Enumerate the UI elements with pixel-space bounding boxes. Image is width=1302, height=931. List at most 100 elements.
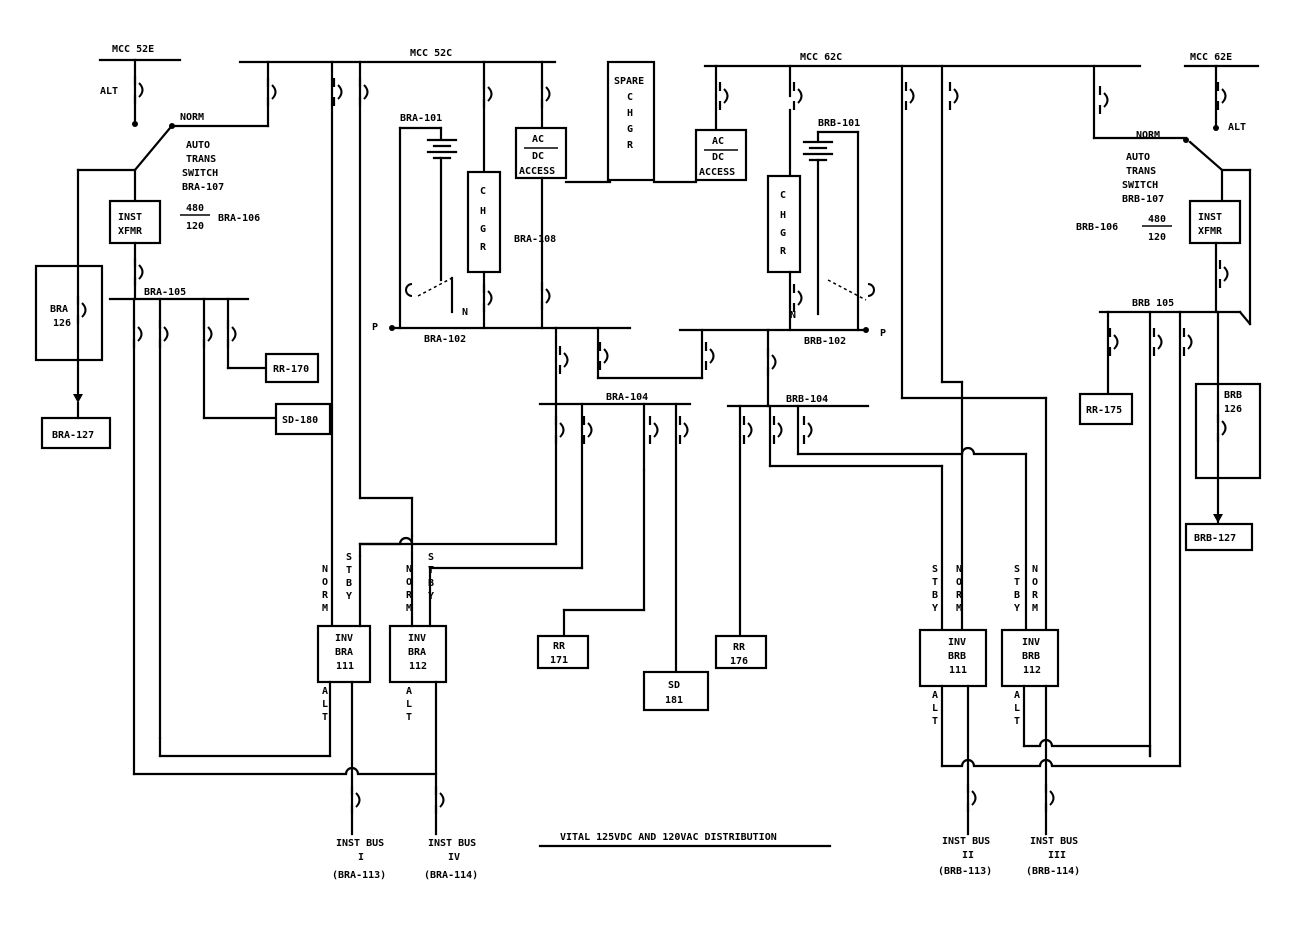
right-rr176-line-2: 176 [730, 656, 748, 667]
right-p-label: P [880, 328, 886, 339]
left-inv111-line-3: 111 [336, 661, 354, 672]
right-brb104-label: BRB-104 [786, 394, 828, 405]
left-xfmr-id: BRA-106 [218, 213, 260, 224]
right-bus3-line-1: INST BUS [1030, 836, 1078, 847]
right-norm-label: NORM [1136, 130, 1160, 141]
left-access-ac: AC [532, 134, 544, 145]
diagram-title: VITAL 125VDC AND 120VAC DISTRIBUTION [538, 832, 832, 848]
right-bus2-line-2: II [962, 850, 974, 861]
left-panel105-label: BRA-105 [144, 287, 186, 298]
left-panel-105: BRA-105 [108, 287, 278, 776]
left-n-label: N [462, 307, 468, 318]
left-p-label: P [372, 322, 378, 333]
left-xfmr-line-2: XFMR [118, 226, 143, 237]
right-bus2-line-1: INST BUS [942, 836, 990, 847]
mcc-62c-bus: MCC 62C [703, 52, 1142, 68]
right-inv112-line-3: 112 [1023, 665, 1041, 676]
left-bra102-label: BRA-102 [424, 334, 466, 345]
left-inv111-line-1: INV [335, 633, 353, 644]
right-access-ac: AC [712, 136, 724, 147]
right-inv111-line-1: INV [948, 637, 966, 648]
left-bra-127: BRA-127 [40, 401, 112, 450]
right-rr176-line-1: RR [733, 642, 746, 653]
left-inv112-line-1: INV [408, 633, 426, 644]
right-brb-102-bus: BRB-102 [678, 328, 868, 408]
left-ats-line-1: AUTO [186, 140, 210, 151]
left-rr-171: RR 171 [536, 634, 590, 670]
left-bus4-line-1: INST BUS [428, 838, 476, 849]
left-bus4-line-3: (BRA-114) [424, 870, 478, 881]
right-inst-xfmr: INST XFMR [1188, 199, 1242, 314]
right-ats-line-1: AUTO [1126, 152, 1150, 163]
mcc-62e-label: MCC 62E [1190, 52, 1232, 63]
mcc-62c-label: MCC 62C [800, 52, 842, 63]
left-inverter-111: INV BRA 111 [316, 624, 372, 684]
left-sd181-line-1: SD [668, 680, 680, 691]
left-ats-line-2: TRANS [186, 154, 216, 165]
right-inverter-112: INV BRB 112 [1000, 628, 1060, 688]
left-inst-bus-iv: INST BUS IV (BRA-114) [424, 838, 478, 881]
left-ats-line-3: SWITCH [182, 168, 218, 179]
left-ac-dc-access: AC DC ACCESS BRA-108 [514, 126, 612, 330]
right-inv112-line-1: INV [1022, 637, 1040, 648]
right-battery: BRB-101 N P [790, 118, 886, 339]
left-charger: C H G R [466, 170, 502, 330]
right-n-label: N [790, 310, 796, 321]
mcc-52c-label: MCC 52C [410, 48, 452, 59]
spare-line-4: G [627, 124, 633, 135]
left-bra104-label: BRA-104 [606, 392, 648, 403]
left-ats-group: ALT NORM AUTO TRANS SWITCH BRA-107 480 1… [73, 58, 277, 403]
left-rr171-line-2: 171 [550, 655, 568, 666]
right-ats-line-4: BRB-107 [1122, 194, 1164, 205]
right-rr175-label: RR-175 [1086, 405, 1122, 416]
left-battery: BRA-101 N P [372, 113, 468, 333]
right-xfmr-id: BRB-106 [1076, 222, 1118, 233]
right-bus3-line-2: III [1048, 850, 1066, 861]
right-mcc62c-feeders [900, 64, 1189, 632]
left-rr-170: RR-170 [264, 352, 320, 384]
title-text: VITAL 125VDC AND 120VAC DISTRIBUTION [560, 832, 777, 843]
right-inst-bus-iii: INST BUS III (BRB-114) [1026, 836, 1080, 877]
left-ratio-bottom: 120 [186, 221, 204, 232]
right-inverter-111: INV BRB 111 [918, 628, 988, 688]
mcc-52c-bus: MCC 52C [238, 48, 557, 64]
left-bra108-label: BRA-108 [514, 234, 556, 245]
right-panel126-line-1: BRB [1224, 390, 1242, 401]
left-bus1-line-1: INST BUS [336, 838, 384, 849]
left-chgr-h: H [480, 206, 486, 217]
left-chgr-r: R [480, 242, 487, 253]
right-inv111-line-3: 111 [949, 665, 967, 676]
spare-charger: SPARE C H G R [606, 60, 698, 184]
right-access-label: ACCESS [699, 167, 735, 178]
left-mcc52c-feeders [330, 60, 551, 628]
right-chgr-r: R [780, 246, 787, 257]
left-bus1-line-3: (BRA-113) [332, 870, 386, 881]
right-access-dc: DC [712, 152, 724, 163]
right-alt-label: ALT [1228, 122, 1246, 133]
left-bra-102-bus: BRA-102 [390, 326, 704, 406]
left-panel126-line-2: 126 [53, 318, 71, 329]
left-access-label: ACCESS [519, 166, 555, 177]
right-inst-bus-ii: INST BUS II (BRB-113) [938, 836, 992, 877]
left-rr170-label: RR-170 [273, 364, 309, 375]
right-panel126-line-2: 126 [1224, 404, 1242, 415]
right-bus2-line-3: (BRB-113) [938, 866, 992, 877]
right-rr-175: RR-175 [1078, 392, 1134, 426]
left-rr171-line-1: RR [553, 641, 566, 652]
right-chgr-h: H [780, 210, 786, 221]
right-xfmr-line-1: INST [1198, 212, 1222, 223]
right-brb-127: BRB-127 [1184, 522, 1254, 552]
right-battery-label: BRB-101 [818, 118, 860, 129]
right-inv111-line-2: BRB [948, 651, 966, 662]
spare-line-2: C [627, 92, 633, 103]
left-inst-xfmr: INST XFMR [108, 199, 162, 301]
right-inv112-line-2: BRB [1022, 651, 1040, 662]
left-inv112-line-3: 112 [409, 661, 427, 672]
left-battery-label: BRA-101 [400, 113, 442, 124]
